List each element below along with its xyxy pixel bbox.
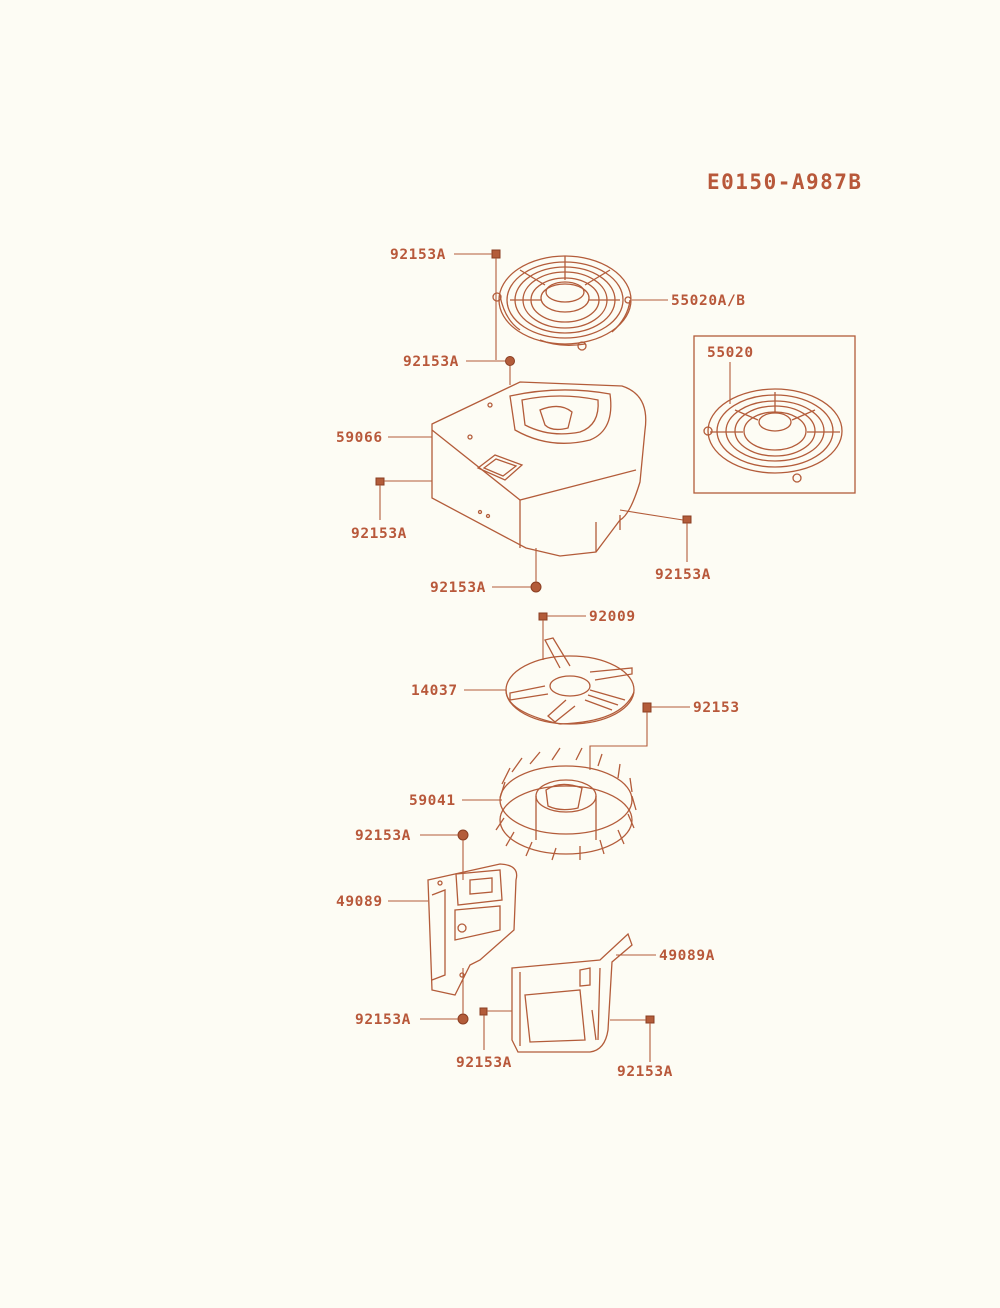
label-screw-right-plate-right: 92153A [617,1064,673,1080]
label-screw-upper-housing: 92153A [403,354,459,370]
left-plate-drawing [427,863,518,996]
housing-drawing [431,381,647,557]
diagram-code: E0150-A987B [707,170,863,194]
label-fan-screen: 55020A/B [671,293,746,309]
label-flywheel: 59041 [409,793,456,809]
leader-lines [379,253,731,1062]
label-fan-bolt: 92009 [589,609,636,625]
right-plate-drawing [511,932,633,1053]
label-screw-housing-right: 92153A [655,567,711,583]
flywheel-drawing [495,747,637,861]
label-screw-right-plate-left: 92153A [456,1055,512,1071]
label-screw-left-plate-bottom: 92153A [355,1012,411,1028]
fan-drawing [505,637,635,725]
label-housing: 59066 [336,430,383,446]
label-right-plate: 49089A [659,948,715,964]
label-left-plate: 49089 [336,894,383,910]
label-fan: 14037 [411,683,458,699]
label-screw-left-plate-top: 92153A [355,828,411,844]
inset-screen-drawing [703,388,843,483]
label-screw-housing-left: 92153A [351,526,407,542]
label-flywheel-bolt: 92153 [693,700,740,716]
inset-box [693,335,856,494]
label-screw-top: 92153A [390,247,446,263]
label-inset-screen: 55020 [707,345,754,361]
label-screw-housing-bottom: 92153A [430,580,486,596]
fan-screen-drawing [492,255,632,351]
